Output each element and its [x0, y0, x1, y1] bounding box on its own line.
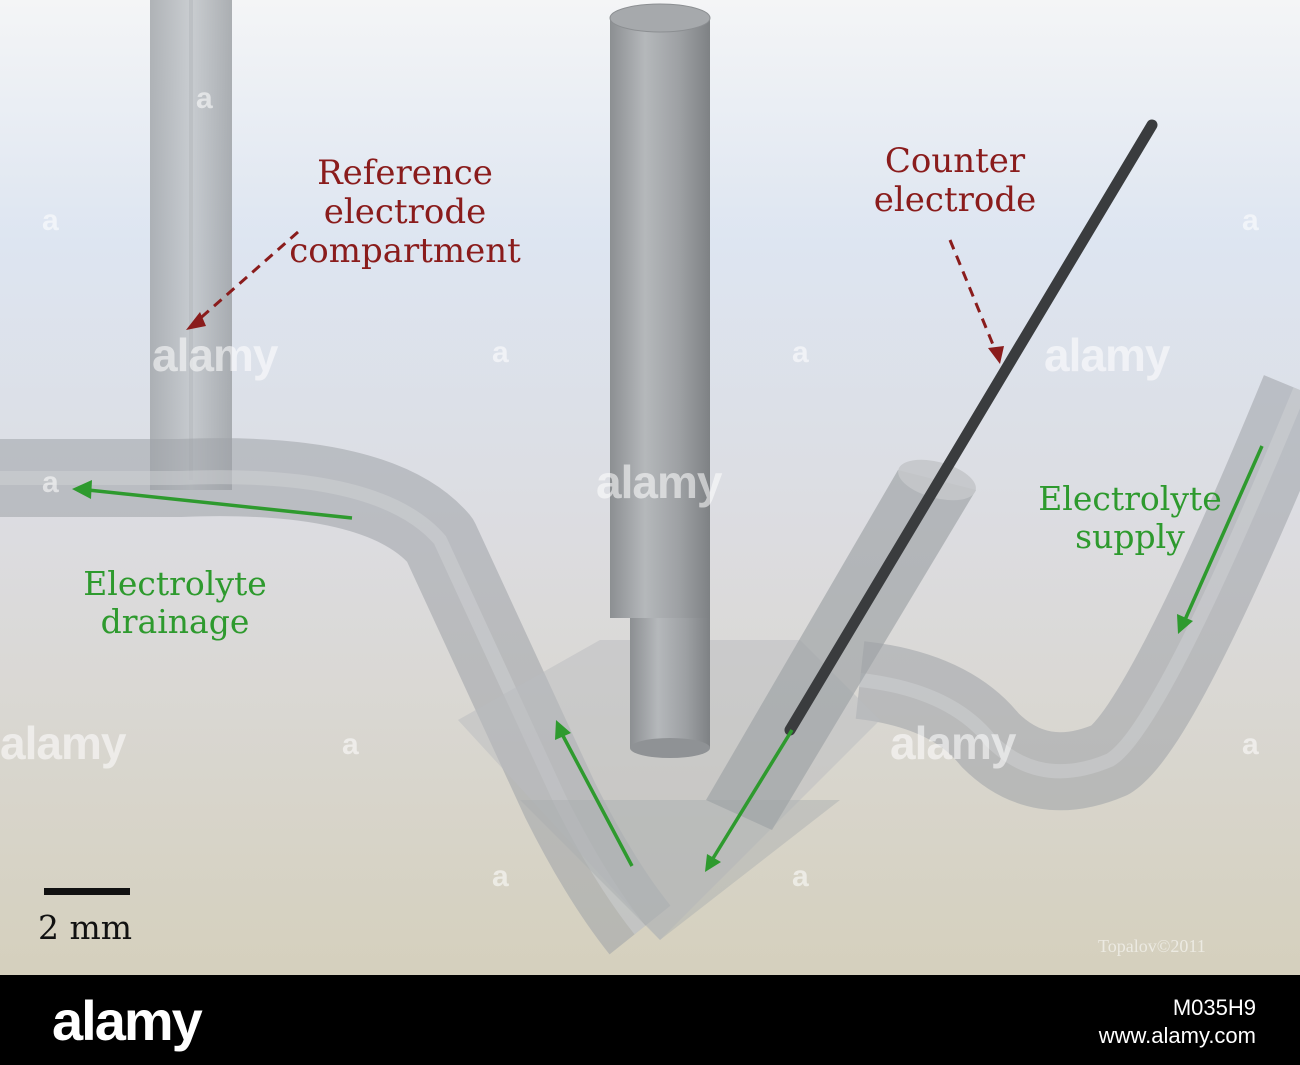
electrolyte-supply-label: Electrolyte supply [1010, 480, 1250, 556]
scale-bar [44, 888, 130, 895]
supply-label-line2: supply [1075, 516, 1185, 556]
footer-bar [0, 975, 1300, 1065]
watermark-letter: a [1242, 204, 1259, 237]
electrolyte-drainage-label: Electrolyte drainage [60, 565, 290, 641]
footer-image-info: M035H9 www.alamy.com [1099, 994, 1256, 1049]
watermark-logo: alamy [890, 717, 1016, 769]
watermark-letter: a [42, 466, 59, 499]
footer-image-id: M035H9 [1172, 995, 1256, 1020]
watermark-letter: a [492, 860, 509, 893]
watermark-letter: a [42, 204, 59, 237]
reference-label-line2: electrode [323, 192, 487, 233]
drainage-tube [0, 438, 671, 955]
scale-bar-label: 2 mm [38, 908, 133, 947]
watermark-letter: a [792, 336, 809, 369]
drainage-label-line1: Electrolyte [83, 564, 267, 603]
counter-pointer-arrow [948, 239, 998, 353]
drainage-flow-arrow [87, 488, 353, 520]
cone-inflow-arrow [710, 729, 794, 861]
watermark-letter: a [792, 860, 809, 893]
watermark-logo: alamy [0, 717, 126, 769]
footer-url: www.alamy.com [1098, 1022, 1256, 1048]
reference-label-line1: Reference [317, 153, 493, 193]
flow-cell-diagram [0, 0, 1300, 975]
watermark-logo: alamy [1044, 329, 1170, 381]
watermark-logo: alamy [596, 456, 722, 508]
counter-electrode-wire [784, 119, 1158, 736]
footer-logo: alamy [52, 989, 203, 1052]
watermark-letter: a [196, 82, 213, 115]
reference-label-line3: compartment [289, 231, 521, 272]
cone-outflow-arrow [560, 733, 634, 867]
supply-tube [855, 375, 1300, 811]
reference-electrode-label: Reference electrode compartment [270, 153, 540, 272]
counter-label-line1: Counter [884, 141, 1026, 181]
counter-label-line2: electrode [873, 180, 1037, 221]
working-electrode-rod [610, 18, 710, 618]
watermark-letter: a [1242, 728, 1259, 761]
watermark-logo: alamy [152, 329, 278, 381]
working-electrode-tip [630, 618, 710, 748]
supply-flow-arrow [1182, 445, 1264, 623]
reference-pointer-arrow [195, 230, 299, 324]
supply-label-line1: Electrolyte [1038, 479, 1222, 518]
watermark-letter: a [342, 728, 359, 761]
drainage-label-line2: drainage [100, 601, 250, 641]
watermark-letter: a [492, 336, 509, 369]
counter-electrode-label: Counter electrode [840, 141, 1070, 221]
copyright-text: Topalov©2011 [1098, 936, 1206, 956]
